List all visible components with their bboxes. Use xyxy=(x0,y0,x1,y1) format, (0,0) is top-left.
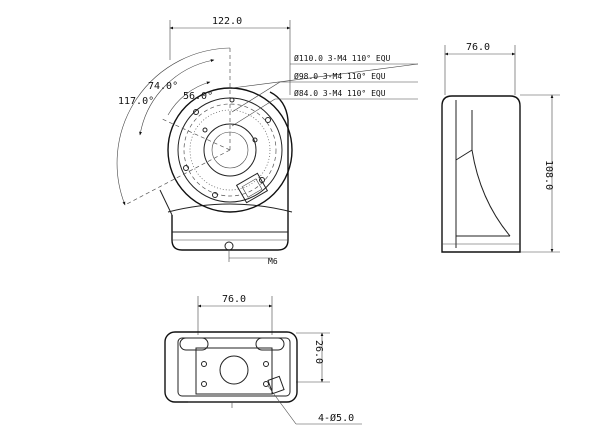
front-width-dimension: 122.0 xyxy=(169,16,291,95)
side-body-outline xyxy=(441,95,521,253)
front-cable-gland xyxy=(235,172,269,204)
front-view: 122.0 xyxy=(116,16,419,266)
front-bottom-screw: M6 xyxy=(224,241,278,266)
angle-label-56: 56.0° xyxy=(183,91,213,102)
front-callouts: Ø110.0 3-M4 110° EQU Ø98.0 3-M4 110° EQU… xyxy=(231,53,419,127)
bottom-hole-label: 4-Ø5.0 xyxy=(318,412,354,424)
bottom-view: 76.0 26.0 4-Ø5.0 xyxy=(164,294,362,425)
angle-label-74: 74.0° xyxy=(148,81,178,92)
side-height-dimension: 108.0 xyxy=(520,94,560,253)
bottom-depth-label: 26.0 xyxy=(313,340,324,364)
bottom-body-outline xyxy=(164,331,298,408)
front-housing-outline xyxy=(159,91,293,251)
front-width-label: 122.0 xyxy=(212,16,242,27)
side-width-label: 76.0 xyxy=(466,42,490,53)
svg-text:M6: M6 xyxy=(268,257,278,266)
side-view: 76.0 108.0 xyxy=(441,42,560,253)
front-angle-dimensions: 117.0° 74.0° 56.0° xyxy=(116,45,231,206)
bottom-width-dimension: 76.0 xyxy=(197,294,273,335)
callout-diameter-98: Ø98.0 3-M4 110° EQU xyxy=(294,71,386,81)
callout-diameter-84: Ø84.0 3-M4 110° EQU xyxy=(294,88,386,98)
angle-label-117: 117.0° xyxy=(118,96,154,107)
bottom-depth-dimension: 26.0 xyxy=(296,332,330,383)
bottom-hole-callout: 4-Ø5.0 xyxy=(267,385,362,425)
side-height-label: 108.0 xyxy=(543,160,554,190)
bottom-width-label: 76.0 xyxy=(222,294,246,305)
side-width-dimension: 76.0 xyxy=(444,42,516,95)
callout-diameter-110: Ø110.0 3-M4 110° EQU xyxy=(294,53,391,63)
